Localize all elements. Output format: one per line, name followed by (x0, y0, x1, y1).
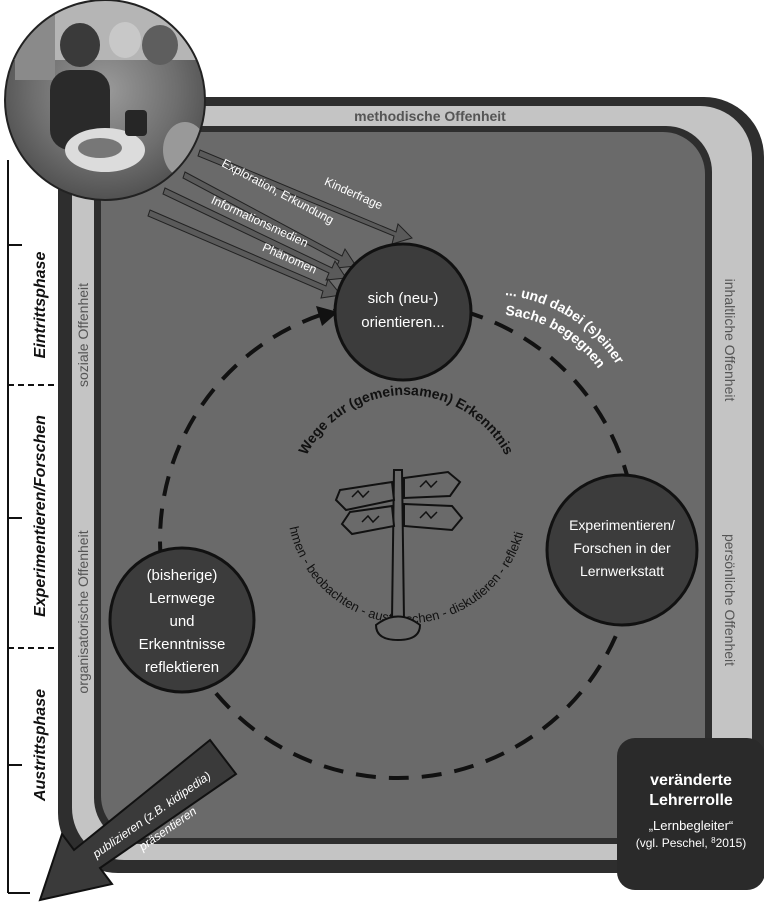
children-experimenting-photo (4, 0, 206, 201)
input-arrows (147, 149, 413, 299)
node-reflektieren-line3: und (169, 613, 194, 630)
node-orientieren: sich (neu-) orientieren... (333, 242, 473, 382)
teacher-role-title-line1: veränderte (650, 772, 732, 789)
label-methodische-offenheit: methodische Offenheit (354, 108, 506, 124)
node-experimentieren: Experimentieren/ Forschen in der Lernwer… (545, 473, 699, 627)
label-organisatorische-offenheit: organisatorische Offenheit (75, 530, 91, 693)
node-orientieren-line2: orientieren... (361, 314, 444, 331)
label-persoenliche-offenheit: persönliche Offenheit (722, 534, 738, 666)
teacher-role-box: veränderte Lehrerrolle „Lernbegleiter“ (… (617, 738, 764, 890)
arrow-informationsmedien-shape (162, 187, 347, 281)
citation-sup: 8 (711, 836, 716, 845)
arrow-kinderfrage-shape (197, 149, 413, 245)
node-orientieren-line1: sich (neu-) (368, 290, 439, 307)
citation-pre: (vgl. Peschel, (636, 836, 711, 850)
teacher-role-citation: (vgl. Peschel, 82015) (636, 836, 747, 851)
node-reflektieren-line5: reflektieren (145, 659, 219, 676)
node-experimentieren-line3: Lernwerkstatt (580, 563, 664, 579)
node-reflektieren: (bisherige) Lernwege und Erkenntnisse re… (108, 546, 256, 694)
citation-post: 2015) (716, 836, 747, 850)
node-reflektieren-line4: Erkenntnisse (139, 636, 226, 653)
phase-bracket (7, 160, 70, 894)
node-experimentieren-line1: Experimentieren/ (569, 517, 675, 533)
label-inhaltliche-offenheit: inhaltliche Offenheit (722, 279, 738, 402)
arrow-phaenomen-shape (147, 209, 342, 299)
label-soziale-offenheit: soziale Offenheit (75, 283, 91, 387)
arrow-exploration-shape (182, 171, 357, 269)
phase-experimentieren: Experimentieren/Forschen (32, 415, 49, 617)
node-reflektieren-line2: Lernwege (149, 590, 215, 607)
node-experimentieren-line2: Forschen in der (573, 540, 671, 556)
teacher-role-title-line2: Lehrerrolle (649, 792, 733, 809)
node-reflektieren-line1: (bisherige) (147, 567, 218, 584)
phase-eintrittsphase: Eintrittsphase (32, 252, 49, 359)
teacher-role-subtitle: „Lernbegleiter“ (649, 818, 734, 833)
signpost-icon (334, 469, 464, 642)
phase-austrittsphase: Austrittsphase (32, 689, 49, 802)
cycle-arrowhead (316, 306, 338, 326)
